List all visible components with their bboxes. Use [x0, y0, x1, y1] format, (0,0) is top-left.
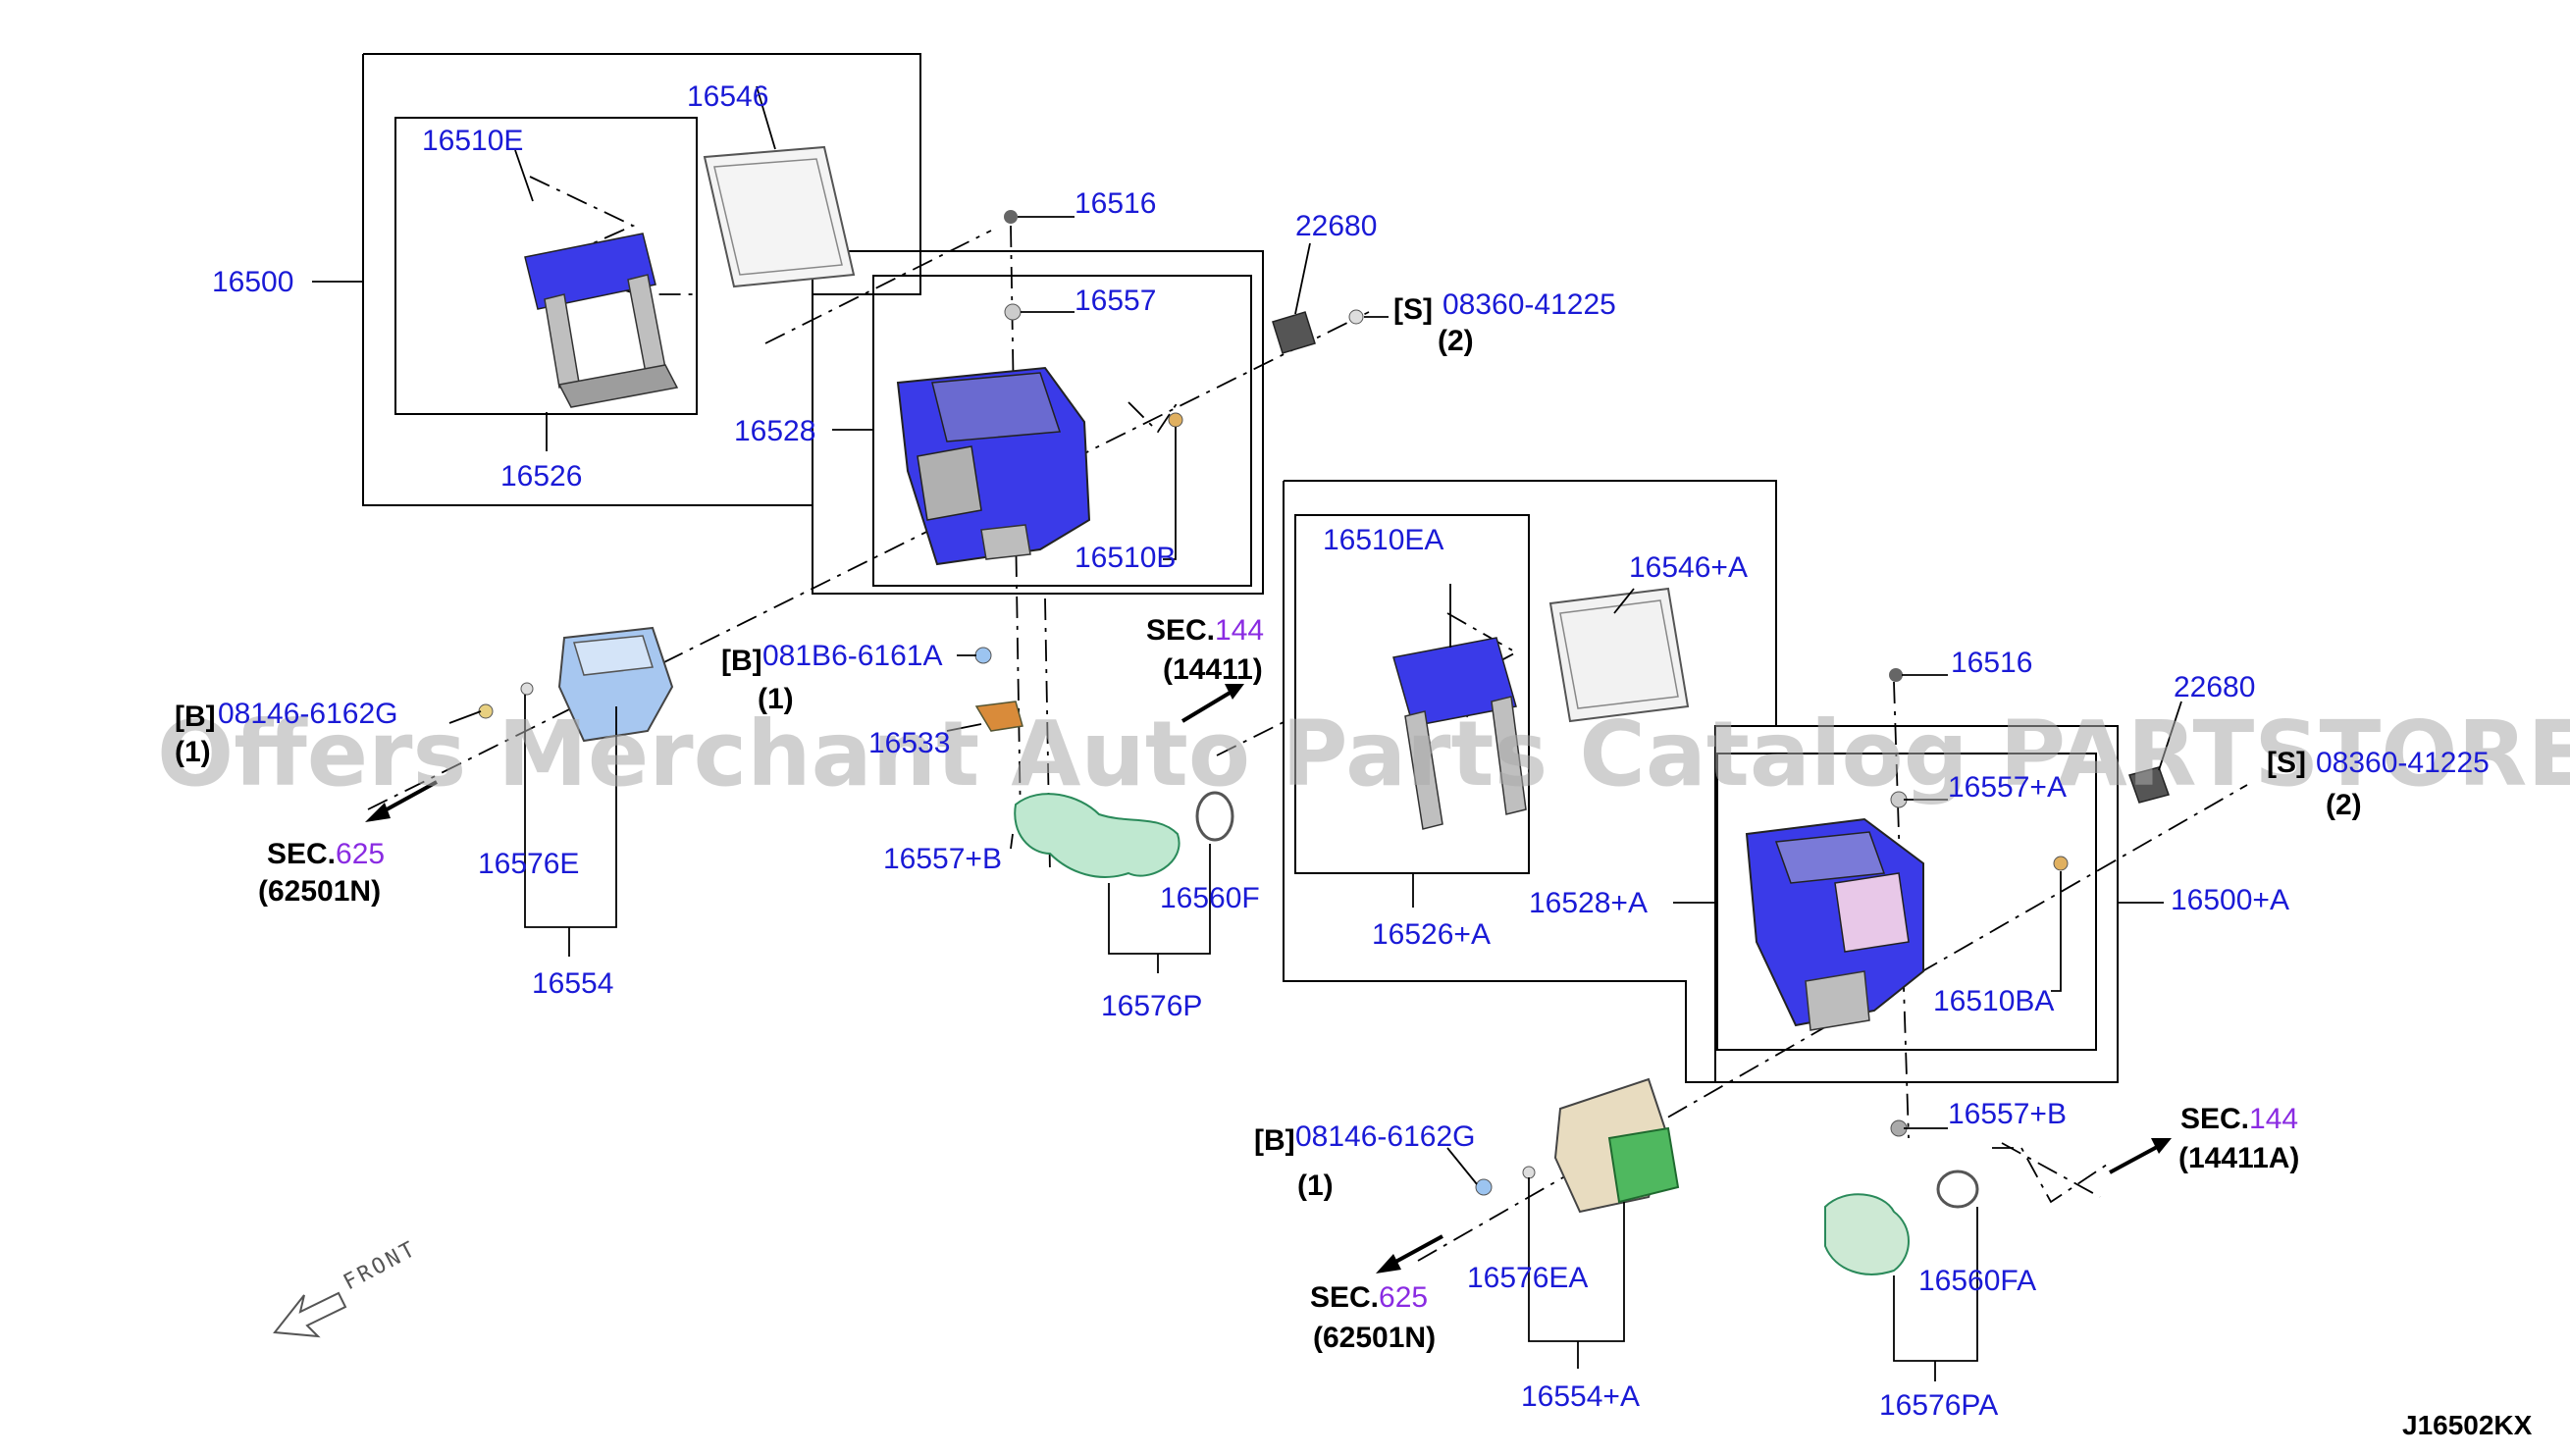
sec-ref-14411A: (14411A) — [2178, 1142, 2299, 1174]
part-label-16557B[interactable]: 16557+B — [883, 843, 1002, 875]
sec-number[interactable]: 144 — [2249, 1103, 2298, 1135]
sec144-arrow-right — [2109, 1138, 2172, 1174]
part-label-16560FA[interactable]: 16560FA — [1918, 1265, 2036, 1297]
sec-ref-62501N: (62501N) — [258, 875, 381, 908]
part-label-16500[interactable]: 16500 — [212, 266, 293, 298]
quantity-1: (1) — [1297, 1170, 1334, 1202]
watermark: Offers Merchant Auto Parts Catalog PARTS… — [157, 702, 2570, 806]
subassembly-frame-16528 — [872, 275, 1252, 587]
marker-B: [B] — [1254, 1124, 1295, 1157]
centerline — [1128, 401, 1179, 434]
part-label-08146-6162G[interactable]: 08146-6162G — [1295, 1120, 1476, 1153]
part-label-16546[interactable]: 16546 — [687, 80, 768, 113]
part-label-16510BA[interactable]: 16510BA — [1933, 985, 2054, 1017]
part-label-16557B[interactable]: 16557+B — [1948, 1098, 2067, 1130]
quantity-2: (2) — [1438, 325, 1474, 357]
centerline — [764, 230, 992, 344]
sec-number[interactable]: 144 — [1215, 614, 1264, 647]
part-label-16554A[interactable]: 16554+A — [1521, 1380, 1640, 1413]
sensor-22680-image — [1272, 311, 1316, 354]
centerline — [1044, 598, 1051, 874]
centerline — [367, 311, 1370, 810]
sec-label-144: SEC.144 — [1146, 614, 1264, 647]
sec-prefix: SEC. — [267, 838, 336, 870]
centerline — [1417, 784, 2248, 1262]
bolts-right — [1475, 668, 2069, 1196]
part-label-08360-41225[interactable]: 08360-41225 — [1442, 288, 1616, 321]
sec-label-625: SEC.625 — [1310, 1281, 1428, 1314]
sec-number[interactable]: 625 — [336, 838, 385, 870]
part-label-16560F[interactable]: 16560F — [1160, 882, 1260, 914]
part-label-16500A[interactable]: 16500+A — [2171, 884, 2289, 916]
centerline — [1893, 681, 1910, 1139]
quantity-1: (1) — [758, 683, 794, 715]
resonator-16554-image — [557, 626, 674, 743]
sec-prefix: SEC. — [1146, 614, 1215, 647]
part-label-22680[interactable]: 22680 — [2174, 671, 2255, 703]
part-label-16576E[interactable]: 16576E — [478, 848, 579, 880]
part-label-16576EA[interactable]: 16576EA — [1467, 1262, 1588, 1294]
sec-label-144: SEC.144 — [2180, 1103, 2298, 1135]
part-label-16528A[interactable]: 16528+A — [1529, 887, 1648, 919]
bracket-16510E-image — [524, 233, 679, 408]
part-label-16516[interactable]: 16516 — [1075, 187, 1156, 220]
front-direction-indicator: FRONT — [273, 1236, 422, 1338]
sec-prefix: SEC. — [1310, 1281, 1379, 1314]
part-label-081B6-6161A[interactable]: 081B6-6161A — [762, 640, 943, 672]
part-label-08360-41225[interactable]: 08360-41225 — [2316, 747, 2490, 779]
quantity-1: (1) — [175, 736, 211, 768]
air-duct-16576P-image — [1014, 791, 1234, 878]
bracket-16510EA-image — [1392, 637, 1527, 830]
part-label-16576PA[interactable]: 16576PA — [1879, 1389, 1998, 1422]
assembly-frame-outline-2 — [1283, 481, 2119, 1083]
subassembly-frame-16526A — [1294, 514, 1530, 874]
part-label-16510B[interactable]: 16510B — [1075, 542, 1176, 574]
resonator-16554A-image — [1553, 1077, 1680, 1214]
part-label-16510EA[interactable]: 16510EA — [1323, 524, 1443, 556]
centerline — [1992, 1147, 2111, 1204]
air-duct-16576PA-image — [1824, 1170, 1979, 1275]
part-label-22680[interactable]: 22680 — [1295, 210, 1377, 242]
marker-B: [B] — [721, 645, 762, 677]
part-label-16576P[interactable]: 16576P — [1101, 990, 1202, 1022]
marker-B: [B] — [175, 701, 216, 733]
part-label-16557A[interactable]: 16557+A — [1948, 771, 2067, 804]
part-label-16546A[interactable]: 16546+A — [1629, 551, 1748, 584]
part-label-16533[interactable]: 16533 — [868, 727, 950, 759]
front-label: FRONT — [340, 1236, 421, 1295]
part-label-16526[interactable]: 16526 — [500, 460, 582, 493]
sec-number[interactable]: 625 — [1379, 1281, 1428, 1314]
diagram-code: J16502KX — [2402, 1410, 2533, 1440]
sec-prefix: SEC. — [2180, 1103, 2249, 1135]
marker-S: [S] — [2267, 747, 2306, 779]
sec144-arrow-left — [1180, 684, 1244, 723]
leader-lines — [312, 85, 2182, 1381]
part-label-16557[interactable]: 16557 — [1075, 285, 1156, 317]
centerline — [1216, 720, 1286, 756]
sec-ref-14411: (14411) — [1163, 653, 1263, 686]
sec-ref-62501N: (62501N) — [1313, 1322, 1436, 1354]
bracket-16533-image — [974, 701, 1023, 732]
sensor-22680A-image — [2128, 766, 2170, 804]
part-label-16516[interactable]: 16516 — [1951, 647, 2032, 679]
sec-label-625: SEC.625 — [267, 838, 385, 870]
centerline — [2001, 1142, 2101, 1198]
air-cleaner-case-16528-image — [896, 366, 1091, 566]
marker-S: [S] — [1393, 293, 1433, 326]
assembly-frame-outline — [362, 54, 813, 594]
part-label-16528[interactable]: 16528 — [734, 415, 815, 447]
sec625-arrow-left — [365, 780, 438, 822]
air-cleaner-case-16528A-image — [1745, 817, 1924, 1031]
part-label-16554[interactable]: 16554 — [532, 967, 613, 1000]
sec625-arrow-right — [1376, 1234, 1443, 1274]
air-filter-16546-image — [703, 145, 856, 288]
quantity-2: (2) — [2326, 789, 2362, 821]
subassembly-frame-16528A — [1716, 753, 2097, 1051]
part-label-16526A[interactable]: 16526+A — [1372, 918, 1491, 951]
part-label-16510E[interactable]: 16510E — [422, 125, 523, 157]
part-label-08146-6162G[interactable]: 08146-6162G — [218, 698, 398, 730]
